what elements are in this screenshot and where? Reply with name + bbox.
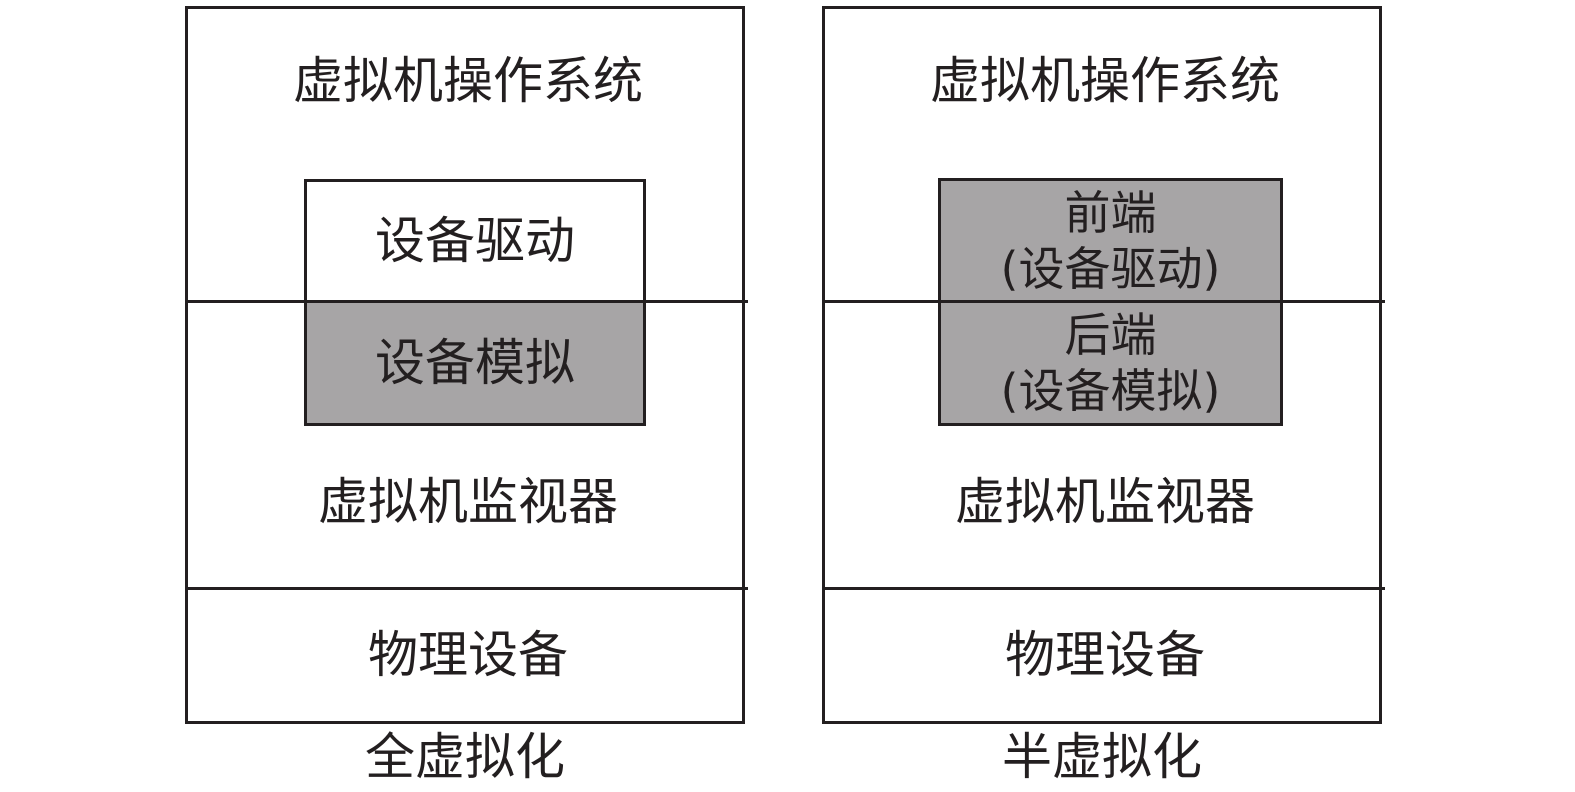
- physical-device-label: 物理设备: [1005, 626, 1205, 684]
- para-virtualization-diagram: 虚拟机操作系统 虚拟机监视器 物理设备 前端 (设备驱动) 后端 (设备模拟) …: [822, 0, 1385, 792]
- frontend-driver-box: 前端 (设备驱动): [938, 178, 1283, 303]
- guest-os-label: 虚拟机操作系统: [293, 52, 643, 110]
- full-virt-stack-frame: 虚拟机操作系统 虚拟机监视器 物理设备 设备驱动 设备模拟: [185, 6, 748, 724]
- frontend-subtitle: (设备驱动): [1000, 241, 1221, 296]
- device-driver-label: 设备驱动: [375, 212, 575, 270]
- device-emulation-box: 设备模拟: [304, 300, 646, 426]
- backend-emulation-box: 后端 (设备模拟): [938, 300, 1283, 426]
- hypervisor-label: 虚拟机监视器: [318, 473, 618, 531]
- hypervisor-physical-divider: [825, 587, 1385, 590]
- full-virtualization-caption: 全虚拟化: [365, 728, 565, 786]
- hypervisor-label: 虚拟机监视器: [955, 473, 1255, 531]
- hypervisor-physical-divider: [188, 587, 748, 590]
- backend-title: 后端: [1064, 308, 1157, 362]
- para-virtualization-caption: 半虚拟化: [1002, 728, 1202, 786]
- device-emulation-label: 设备模拟: [375, 334, 575, 392]
- para-virt-stack-frame: 虚拟机操作系统 虚拟机监视器 物理设备 前端 (设备驱动) 后端 (设备模拟): [822, 6, 1385, 724]
- frontend-title: 前端: [1064, 185, 1157, 240]
- backend-subtitle: (设备模拟): [1000, 364, 1221, 418]
- device-driver-box: 设备驱动: [304, 179, 646, 303]
- guest-os-label: 虚拟机操作系统: [930, 52, 1280, 110]
- physical-device-label: 物理设备: [368, 626, 568, 684]
- full-virtualization-diagram: 虚拟机操作系统 虚拟机监视器 物理设备 设备驱动 设备模拟 全虚拟化: [185, 0, 748, 792]
